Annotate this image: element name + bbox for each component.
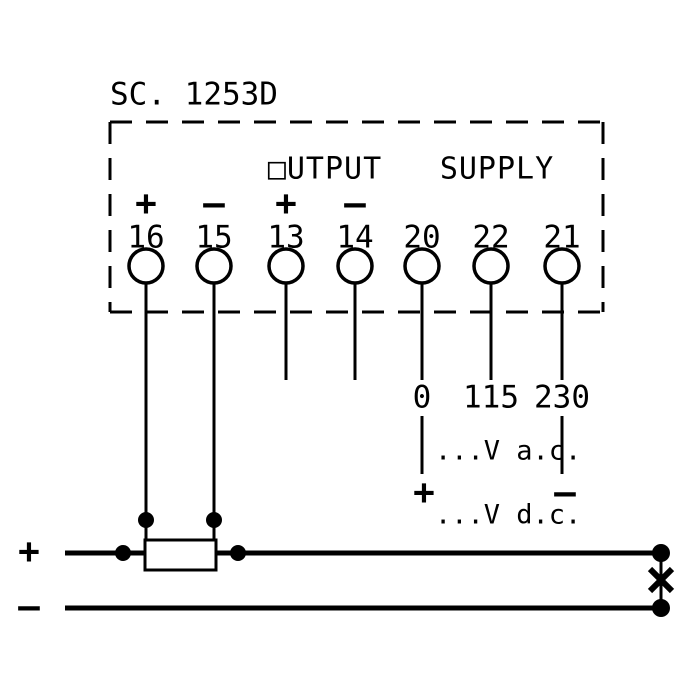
terminal-label-21: 21 [543,220,580,256]
junction-dot-plus-bus-left [115,545,131,561]
rating-polarity-plus: + [413,472,435,513]
junction-dot-cross-top [652,544,670,562]
junction-dots [115,512,670,617]
terminal-lead-lines [144,283,564,553]
terminal-label-16: 16 [127,220,164,256]
supply-tap-label-0: 0 [413,380,432,416]
terminal-circle-14[interactable] [336,247,374,285]
bus-label-minus: – [18,586,40,627]
supply-tap-label-115: 115 [463,380,519,416]
bus-label-plus: + [18,531,40,572]
terminal-label-20: 20 [403,220,440,256]
polarity-sign-terminal-15: – [203,183,225,224]
terminal-label-14: 14 [336,220,373,256]
terminal-label-15: 15 [195,220,232,256]
junction-dot-plus-bus-right [230,545,246,561]
polarity-sign-terminal-16: + [135,183,157,224]
terminal-circle-22[interactable] [472,247,510,285]
polarity-sign-terminal-13: + [275,183,297,224]
junction-dot-terminal-15 [206,512,222,528]
bus-bars [65,550,664,611]
junction-dot-cross-bottom [652,599,670,617]
rating-label-dc: ...V d.c. [435,500,581,531]
terminal-circle-21[interactable] [543,247,581,285]
supply-rating-bracket [420,416,564,474]
terminal-label-13: 13 [267,220,304,256]
terminal-circle-13[interactable] [267,247,305,285]
terminal-circle-16[interactable] [127,247,165,285]
rating-label-ac: ...V a.c. [435,436,581,467]
section-label-output: □UTPUT [268,152,382,187]
supply-tap-label-230: 230 [534,380,590,416]
junction-dot-terminal-16 [138,512,154,528]
cross-mark-icon [647,566,675,594]
rating-polarity-minus: – [554,472,576,513]
diagram-title: SC. 1253D [110,77,278,113]
section-label-supply: SUPPLY [440,152,554,187]
load-component-box[interactable] [143,538,218,572]
terminal-label-22: 22 [472,220,509,256]
polarity-sign-terminal-14: – [344,183,366,224]
terminal-circles [127,247,581,285]
terminal-circle-15[interactable] [195,247,233,285]
terminal-circle-20[interactable] [403,247,441,285]
device-enclosure-dashed-box [108,120,605,314]
